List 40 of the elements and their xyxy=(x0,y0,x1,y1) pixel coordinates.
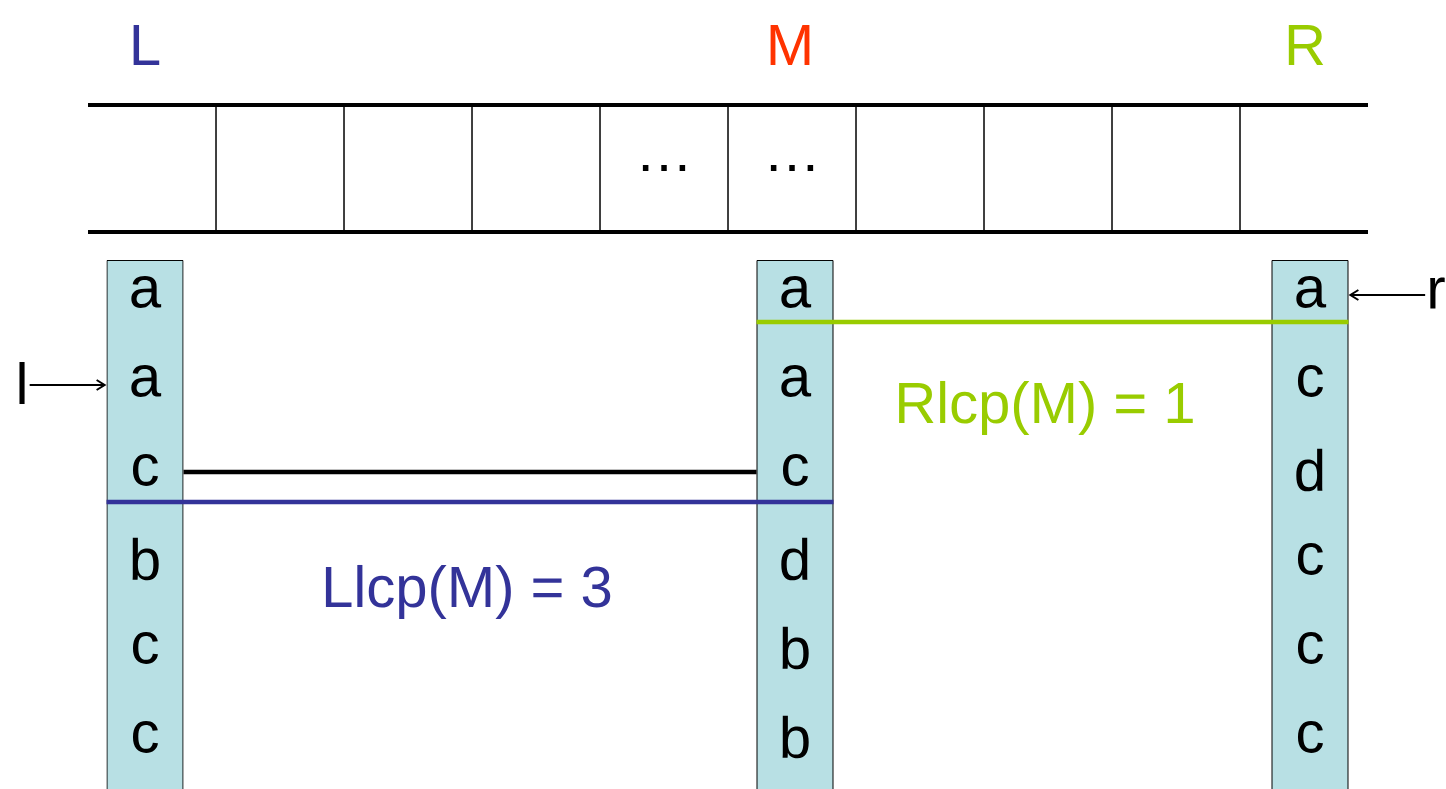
letter: c xyxy=(1297,543,1323,575)
letter: c xyxy=(132,632,158,664)
letter: a xyxy=(1296,276,1327,308)
letter: c xyxy=(132,721,158,753)
array-cell xyxy=(855,103,984,234)
array-cell xyxy=(215,103,344,234)
letter: a xyxy=(781,276,812,308)
array-cell xyxy=(1111,103,1240,234)
letter: a xyxy=(131,276,162,308)
array-cell: … xyxy=(727,103,856,234)
letter: a xyxy=(131,365,162,397)
letter: a xyxy=(781,365,812,397)
letter: c xyxy=(132,454,158,486)
letter: c xyxy=(1297,632,1323,664)
letter: c xyxy=(782,454,808,486)
match-line xyxy=(756,319,1349,325)
pointer-label: l xyxy=(19,362,25,404)
letter: b xyxy=(782,715,809,759)
array-cell xyxy=(1239,103,1368,234)
letter: b xyxy=(132,537,159,581)
array-cell: … xyxy=(599,103,728,234)
edge-label: Rlcp(M) = 1 xyxy=(892,378,1198,438)
edge-label: Llcp(M) = 3 xyxy=(319,562,615,622)
match-line xyxy=(183,469,757,475)
array-cell xyxy=(471,103,600,234)
letter: d xyxy=(781,537,808,581)
letter: d xyxy=(1296,448,1323,492)
pointer-arrow xyxy=(28,379,107,391)
array-cell xyxy=(88,103,216,234)
letter: c xyxy=(1297,365,1323,397)
array-cell xyxy=(343,103,472,234)
index-label: R xyxy=(1288,25,1324,65)
match-line xyxy=(106,499,834,505)
letter: c xyxy=(1297,721,1323,753)
index-label: L xyxy=(133,25,160,65)
pointer-label: r xyxy=(1430,277,1445,309)
array-cell xyxy=(983,103,1112,234)
letter: b xyxy=(782,626,809,670)
pointer-arrow xyxy=(1348,289,1427,301)
index-label: M xyxy=(770,25,810,65)
